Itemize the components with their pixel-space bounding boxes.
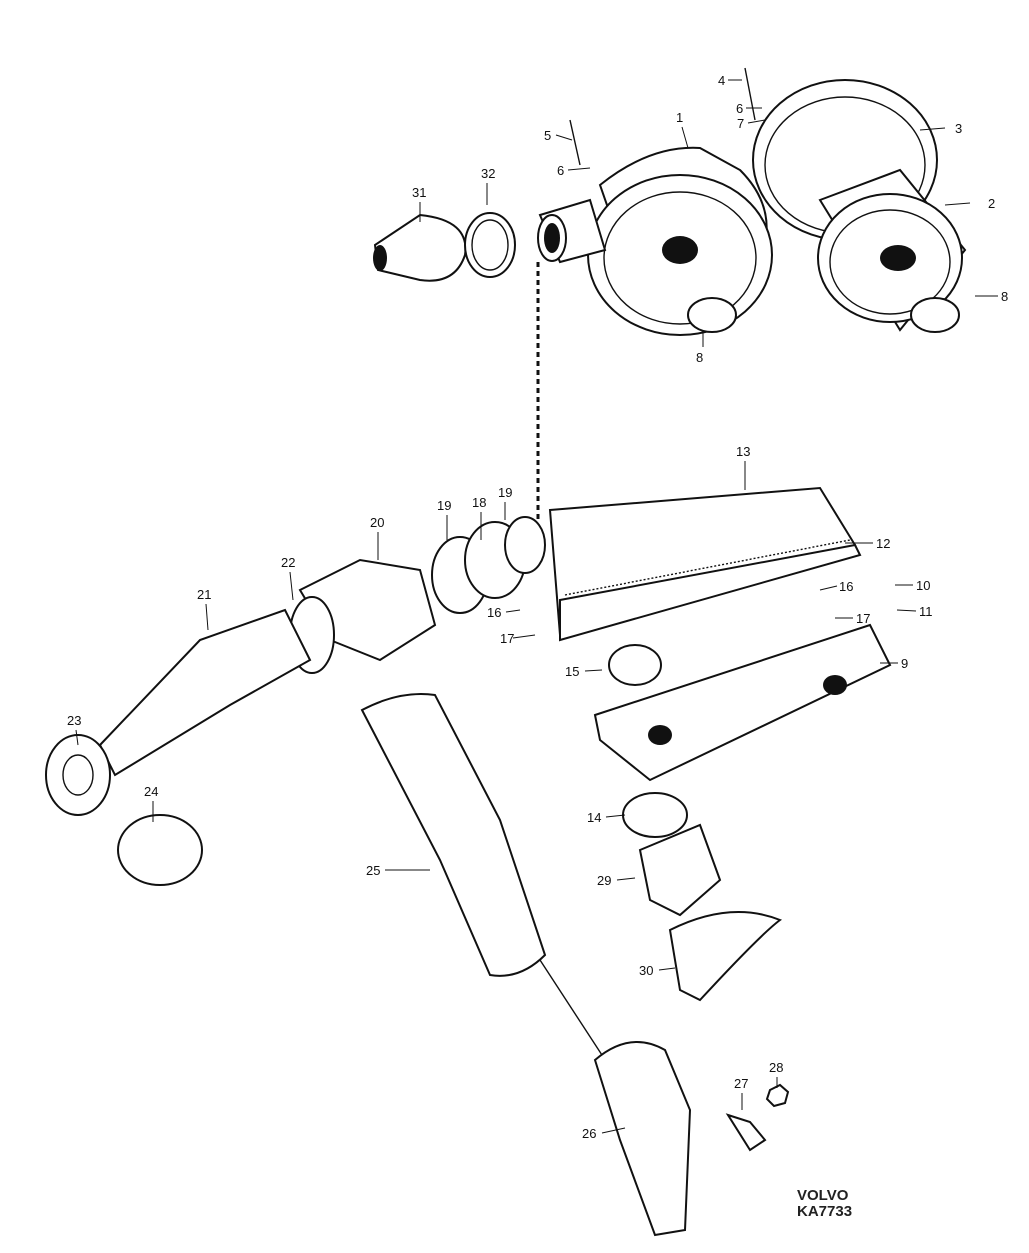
air-cleaner-housing — [537, 146, 773, 336]
gasket — [910, 297, 960, 333]
leader-line — [289, 571, 294, 601]
part-label-6: 6 — [557, 163, 564, 178]
part-label-25: 25 — [366, 863, 380, 878]
part-label-17: 17 — [500, 631, 514, 646]
part-label-24: 24 — [144, 784, 158, 799]
leader-line — [944, 202, 971, 206]
part-label-6: 6 — [736, 101, 743, 116]
filter-element — [817, 168, 967, 332]
leader-line — [747, 119, 766, 124]
leader-line — [681, 126, 689, 149]
part-label-29: 29 — [597, 873, 611, 888]
part-label-17: 17 — [856, 611, 870, 626]
flexible-pipe — [360, 693, 547, 977]
part-label-31: 31 — [412, 185, 426, 200]
bolt — [569, 67, 756, 166]
part-label-2: 2 — [988, 196, 995, 211]
part-label-8: 8 — [1001, 289, 1008, 304]
flange — [45, 734, 111, 816]
leader-line — [658, 967, 676, 971]
wing-nut — [725, 1113, 767, 1152]
hose-clamp — [464, 212, 516, 278]
part-label-28: 28 — [769, 1060, 783, 1075]
part-label-8: 8 — [696, 350, 703, 365]
part-label-11: 11 — [919, 604, 933, 619]
part-label-30: 30 — [639, 963, 653, 978]
intake-manifold-box — [548, 486, 892, 782]
part-label-26: 26 — [582, 1126, 596, 1141]
leader-line — [601, 1127, 626, 1134]
leader-line — [205, 603, 209, 631]
gasket — [687, 297, 737, 333]
leader-line — [75, 729, 79, 746]
part-label-5: 5 — [544, 128, 551, 143]
brand-logo: VOLVO KA7733 — [797, 1188, 852, 1220]
part-label-32: 32 — [481, 166, 495, 181]
part-label-12: 12 — [876, 536, 890, 551]
part-label-19: 19 — [437, 498, 451, 513]
deflector — [668, 911, 783, 1002]
part-label-21: 21 — [197, 587, 211, 602]
part-label-16: 16 — [487, 605, 501, 620]
part-label-23: 23 — [67, 713, 81, 728]
part-label-22: 22 — [281, 555, 295, 570]
leader-line — [555, 134, 573, 141]
cover-cap — [117, 814, 203, 886]
part-label-20: 20 — [370, 515, 384, 530]
leader-line — [819, 585, 838, 591]
part-label-7: 7 — [737, 116, 744, 131]
leader-line — [567, 167, 591, 171]
nut — [765, 1083, 790, 1108]
part-label-16: 16 — [839, 579, 853, 594]
part-label-13: 13 — [736, 444, 750, 459]
part-label-4: 4 — [718, 73, 725, 88]
part-label-19: 19 — [498, 485, 512, 500]
part-label-15: 15 — [565, 664, 579, 679]
leader-line — [616, 877, 636, 881]
gasket — [622, 792, 688, 838]
drawing-code: KA7733 — [797, 1203, 853, 1220]
part-label-27: 27 — [734, 1076, 748, 1091]
leader-line — [919, 127, 946, 131]
leader-line — [584, 669, 603, 672]
part-label-9: 9 — [901, 656, 908, 671]
brand-name: VOLVO — [797, 1187, 849, 1204]
part-label-14: 14 — [587, 810, 601, 825]
intake-pipe-end — [593, 1041, 692, 1237]
leader-line — [896, 609, 917, 612]
leader-line — [605, 814, 626, 818]
corrugated-hose — [98, 608, 312, 777]
leader-line — [505, 609, 521, 613]
part-label-3: 3 — [955, 121, 962, 136]
part-label-18: 18 — [472, 495, 486, 510]
part-label-10: 10 — [916, 578, 930, 593]
part-label-1: 1 — [676, 110, 683, 125]
intake-cone — [373, 213, 467, 282]
bracket — [638, 823, 722, 917]
leader-line — [512, 634, 536, 639]
